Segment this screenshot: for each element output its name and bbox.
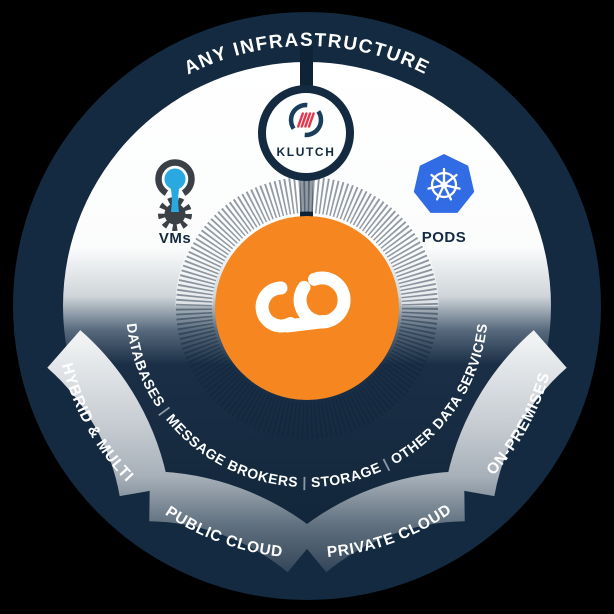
tick-ring — [176, 177, 438, 439]
klutch-wordmark: KLUTCH — [277, 145, 336, 159]
pods-label: PODS — [422, 229, 467, 246]
klutch-logo-icon — [288, 102, 324, 138]
segment-on-premises — [445, 330, 568, 497]
gear-teeth — [158, 197, 192, 231]
cloud-icon — [255, 271, 351, 333]
vm-icon — [155, 159, 195, 231]
vms-label: VMs — [159, 230, 191, 247]
service-separator: | — [302, 474, 311, 490]
segment-public-cloud — [148, 471, 320, 573]
helm-hub — [440, 181, 448, 189]
center-cloud-badge — [215, 216, 399, 400]
gear-body — [164, 203, 186, 225]
segment-hybrid-multi — [46, 330, 169, 497]
vm-droplet — [164, 168, 186, 212]
stem-top — [300, 46, 313, 94]
klutch-logo-stripes — [297, 112, 315, 128]
vm-ring — [155, 159, 195, 199]
klutch-badge: KLUTCH — [258, 85, 354, 181]
vms-node: VMs — [155, 159, 195, 247]
pods-node: PODS — [413, 154, 475, 246]
tick-ring-soften — [175, 174, 439, 307]
segment-private-cloud — [294, 471, 466, 573]
kubernetes-icon — [413, 154, 475, 213]
